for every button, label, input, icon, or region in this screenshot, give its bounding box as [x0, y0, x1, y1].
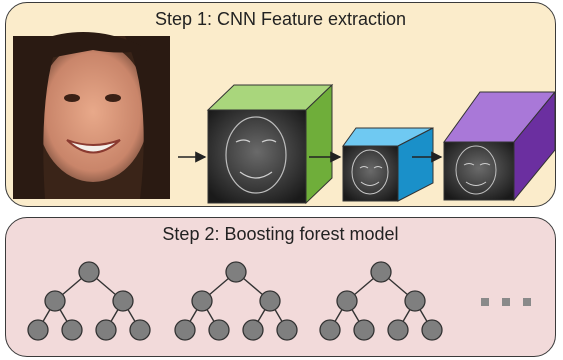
tree-node [208, 319, 230, 341]
tree-node [370, 261, 392, 283]
tree-node [336, 290, 358, 312]
tree-node [225, 261, 247, 283]
tree-node [319, 319, 341, 341]
tree-node [129, 319, 151, 341]
tree-node [44, 290, 66, 312]
tree-node [404, 290, 426, 312]
trees-layer [27, 261, 443, 341]
tree-node [242, 319, 264, 341]
tree-3 [319, 261, 443, 341]
feature-cube-1 [206, 83, 334, 205]
tree-node [95, 319, 117, 341]
tree-1 [27, 261, 151, 341]
tree-node [353, 319, 375, 341]
tree-node [191, 290, 213, 312]
tree-node [112, 290, 134, 312]
tree-node [78, 261, 100, 283]
input-face-photo [13, 32, 170, 199]
tree-node [259, 290, 281, 312]
tree-node [174, 319, 196, 341]
ellipsis-icon [481, 298, 531, 306]
tree-node [276, 319, 298, 341]
tree-node [387, 319, 409, 341]
feature-cube-3 [443, 90, 557, 202]
tree-node [61, 319, 83, 341]
tree-node [27, 319, 49, 341]
tree-2 [174, 261, 298, 341]
feature-cube-2 [342, 127, 434, 202]
step2-title: Step 2: Boosting forest model [162, 224, 399, 244]
tree-node [421, 319, 443, 341]
step1-title: Step 1: CNN Feature extraction [154, 9, 407, 29]
